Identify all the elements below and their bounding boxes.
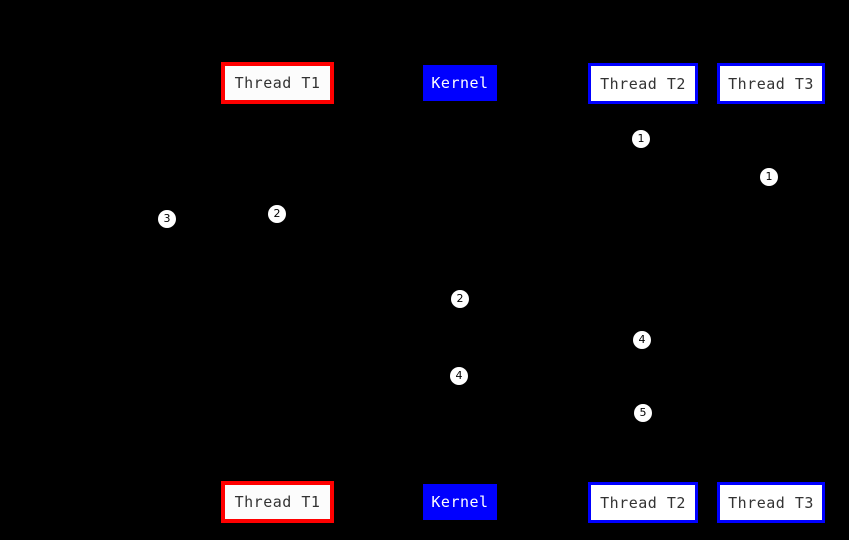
step-badge-5: 5 (634, 404, 652, 422)
participant-label: Thread T1 (234, 493, 321, 511)
participant-label: Kernel (431, 493, 489, 511)
participant-label: Thread T2 (600, 74, 686, 93)
participant-kernel-top[interactable]: Kernel (423, 65, 497, 101)
participant-thread-t3-top[interactable]: Thread T3 (717, 63, 825, 104)
lifeline-thread-t1 (277, 104, 278, 481)
lifeline-thread-t3 (770, 104, 771, 482)
step-badge-4: 4 (450, 367, 468, 385)
participant-thread-t2-top[interactable]: Thread T2 (588, 63, 698, 104)
step-badge-1: 1 (760, 168, 778, 186)
step-badge-2: 2 (268, 205, 286, 223)
lifeline-thread-t2 (643, 104, 644, 482)
step-badge-3: 3 (158, 210, 176, 228)
participant-label: Thread T3 (728, 74, 814, 93)
participant-label: Thread T1 (234, 74, 321, 92)
step-badge-2: 2 (451, 290, 469, 308)
participant-kernel-bottom[interactable]: Kernel (423, 484, 497, 520)
participant-thread-t3-bottom[interactable]: Thread T3 (717, 482, 825, 523)
participant-thread-t2-bottom[interactable]: Thread T2 (588, 482, 698, 523)
participant-thread-t1-bottom[interactable]: Thread T1 (221, 481, 334, 523)
participant-label: Thread T3 (728, 493, 814, 512)
participant-label: Thread T2 (600, 493, 686, 512)
step-badge-1: 1 (632, 130, 650, 148)
step-badge-4: 4 (633, 331, 651, 349)
participant-label: Kernel (431, 74, 489, 92)
participant-thread-t1-top[interactable]: Thread T1 (221, 62, 334, 104)
